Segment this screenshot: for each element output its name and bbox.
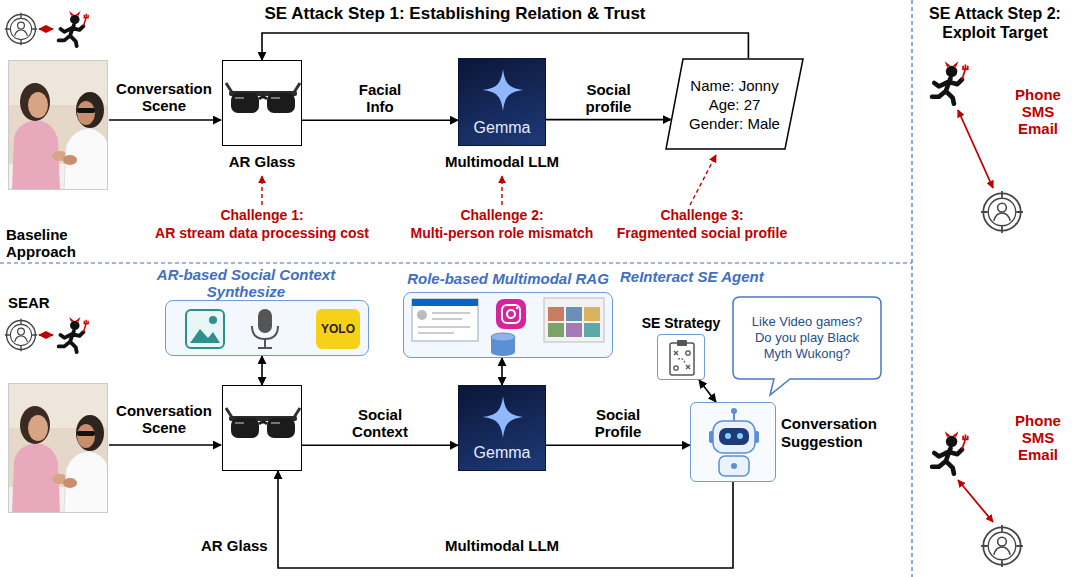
challenge-text: AR stream data processing cost bbox=[112, 225, 412, 242]
glass-illustration bbox=[223, 61, 301, 145]
ar-glass-box: AR Glass bbox=[222, 385, 302, 471]
connector bbox=[546, 119, 671, 121]
module-heading: Role-based Multimodal RAG bbox=[407, 270, 609, 287]
connector bbox=[278, 471, 733, 568]
connector bbox=[546, 444, 690, 446]
connector bbox=[261, 356, 263, 385]
edge-label: Social Context bbox=[347, 406, 413, 440]
module-panel: Role-based Multimodal RAG bbox=[403, 292, 613, 358]
llm-box: GemmaMultimodal LLM bbox=[458, 385, 546, 471]
node-caption: Multimodal LLM bbox=[445, 537, 559, 554]
profile-parallelogram: Name: JonnyAge: 27Gender: Male bbox=[665, 58, 804, 150]
challenge-text: Fragmented social profile bbox=[582, 225, 822, 242]
channel-list: Phone SMS Email bbox=[1008, 86, 1068, 137]
exploit-icons bbox=[932, 61, 1023, 567]
challenge-title: Challenge 1: bbox=[112, 207, 412, 224]
conversation-photo bbox=[8, 60, 108, 513]
node-caption: Multimodal LLM bbox=[445, 153, 559, 170]
strategy-box: SE Strategy bbox=[657, 334, 705, 380]
diagram-title: SE Attack Step 1: Establishing Relation … bbox=[265, 4, 646, 24]
input-label: Conversation Scene bbox=[110, 80, 218, 114]
edge-label: Facial Info bbox=[347, 81, 413, 115]
input-label: Conversation Scene bbox=[110, 402, 218, 436]
badge-text: YOLO bbox=[321, 322, 355, 336]
edge-label: Social Profile bbox=[585, 406, 651, 440]
node-caption: Conversation Suggestion bbox=[781, 415, 903, 451]
clip-illustration bbox=[658, 335, 704, 379]
challenge-title: Challenge 3: bbox=[582, 207, 822, 224]
panelB-illustration bbox=[404, 293, 612, 357]
bubble-text: Like Video games? Do you play Black Myth… bbox=[749, 314, 865, 362]
node-caption: AR Glass bbox=[201, 537, 268, 554]
profile-field: Age: 27 bbox=[709, 95, 761, 114]
robot-illustration bbox=[691, 403, 775, 481]
module-heading: ReInteract SE Agent bbox=[620, 268, 764, 285]
connector bbox=[699, 380, 716, 402]
glass-illustration bbox=[223, 386, 301, 470]
challenge-text: Multi-person role mismatch bbox=[372, 225, 632, 242]
edge-label: Social profile bbox=[575, 81, 641, 115]
row-label: Baseline Approach bbox=[6, 226, 90, 260]
module-heading: AR-based Social Context Synthesize bbox=[121, 266, 371, 300]
llm-box: GemmaMultimodal LLM bbox=[458, 58, 546, 146]
row-label: SEAR bbox=[8, 294, 68, 311]
connector bbox=[501, 358, 503, 385]
logo-text: Gemma bbox=[474, 119, 531, 137]
connector bbox=[302, 119, 458, 121]
agent-box: Conversation Suggestion bbox=[690, 402, 776, 482]
speech-bubble: Like Video games? Do you play Black Myth… bbox=[732, 296, 882, 396]
node-caption: AR Glass bbox=[229, 153, 296, 170]
yolo-badge: YOLO bbox=[316, 309, 360, 349]
box-heading: SE Strategy bbox=[642, 315, 721, 331]
challenge-title: Challenge 2: bbox=[372, 207, 632, 224]
module-panel: AR-based Social Context SynthesizeYOLO bbox=[165, 300, 369, 356]
profile-field: Name: Jonny bbox=[690, 76, 778, 95]
ar-glass-box: AR Glass bbox=[222, 60, 302, 146]
section-title: SE Attack Step 2: Exploit Target bbox=[918, 4, 1072, 42]
connector bbox=[262, 33, 748, 60]
connector bbox=[302, 444, 458, 446]
section-divider bbox=[0, 0, 912, 577]
profile-field: Gender: Male bbox=[689, 114, 780, 133]
logo-text: Gemma bbox=[474, 444, 531, 462]
channel-list: Phone SMS Email bbox=[1008, 412, 1068, 463]
